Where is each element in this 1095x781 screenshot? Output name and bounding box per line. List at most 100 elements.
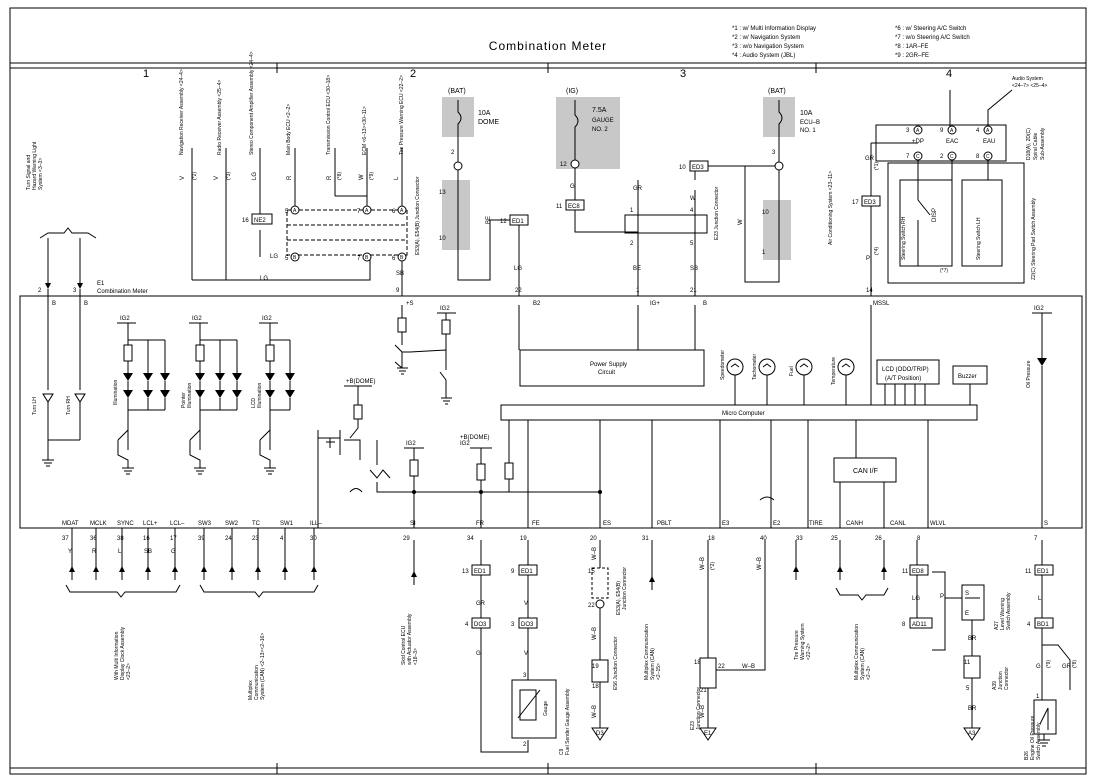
- svg-text:24: 24: [225, 536, 232, 542]
- svg-text:SI: SI: [410, 521, 416, 527]
- svg-text:8: 8: [976, 154, 980, 160]
- svg-text:W: W: [738, 219, 744, 225]
- svg-text:5: 5: [285, 256, 289, 262]
- svg-text:BR: BR: [968, 706, 977, 712]
- notes-left: *1 : w/ Multi Information Display *2 : w…: [732, 26, 816, 59]
- steering-switch-rh: Steering Switch RH: [901, 216, 907, 260]
- svg-text:22: 22: [588, 603, 595, 609]
- svg-text:11: 11: [1025, 569, 1032, 575]
- wire-note-ecm: (*9): [369, 172, 375, 180]
- svg-text:3: 3: [523, 673, 527, 679]
- gauge-speedometer: Speedometer: [720, 350, 726, 380]
- svg-text:1: 1: [636, 288, 640, 294]
- ac-system-label: Air Conditioning System <23–11>: [828, 171, 834, 245]
- svg-text:EAU: EAU: [983, 139, 995, 145]
- svg-text:A39 Junction Conne: A39 Junction Connector: [992, 667, 1010, 690]
- svg-text:1: 1: [630, 208, 634, 214]
- ground-e1: E1: [704, 731, 712, 737]
- svg-text:8: 8: [917, 536, 921, 542]
- lcd-label: LCD (ODO/TRIP): [882, 367, 929, 373]
- svg-text:*7 : w/o Steering A/C Switch: *7 : w/o Steering A/C Switch: [895, 35, 970, 41]
- steering-switch-lh: Steering Switch LH: [976, 217, 982, 260]
- svg-text:SW2: SW2: [225, 521, 239, 527]
- svg-text:P: P: [940, 594, 944, 600]
- svg-text:*9 : 2GR–FE: *9 : 2GR–FE: [895, 53, 929, 59]
- micro-computer-label: Micro Computer: [722, 411, 765, 417]
- svg-text:GR: GR: [865, 156, 875, 162]
- svg-text:34: 34: [467, 536, 474, 542]
- svg-text:LG: LG: [270, 254, 278, 260]
- top-sources: Navigation Receiver Assembly <24–4> Radi…: [179, 51, 421, 296]
- svg-text:SYNC: SYNC: [117, 521, 134, 527]
- connector-z2: Z2(C) Steering Pad Switch Assembly: [1031, 198, 1037, 280]
- svg-text:*3 : w/o Navigation System: *3 : w/o Navigation System: [732, 44, 804, 50]
- svg-text:6: 6: [392, 209, 396, 215]
- wire-color-radio: V: [214, 176, 220, 180]
- svg-text:12: 12: [500, 219, 507, 225]
- svg-text:IG2: IG2: [192, 316, 202, 322]
- wire-color-ecm: W: [359, 174, 365, 180]
- svg-text:W–B: W–B: [700, 705, 706, 718]
- svg-text:5: 5: [285, 209, 289, 215]
- svg-text:18: 18: [708, 536, 715, 542]
- svg-text:11: 11: [964, 660, 971, 666]
- svg-text:SB: SB: [396, 271, 404, 277]
- svg-text:(*1): (*1): [874, 162, 880, 170]
- svg-text:TIRE: TIRE: [809, 521, 823, 527]
- svg-text:4: 4: [280, 536, 284, 542]
- zone-ruler: 1 2 3 4: [10, 63, 1086, 774]
- svg-text:15: 15: [588, 569, 595, 575]
- svg-text:19: 19: [592, 664, 599, 670]
- svg-text:GR: GR: [476, 601, 486, 607]
- svg-text:9: 9: [940, 128, 944, 134]
- svg-text:11: 11: [902, 569, 909, 575]
- fuse-ecub: (BAT) 10A ECU–B NO. 1 3 ED3 10 10 1 W: [679, 88, 820, 283]
- svg-text:G: G: [171, 549, 176, 555]
- svg-text:E: E: [965, 611, 969, 617]
- svg-text:(*9): (*9): [1046, 660, 1052, 668]
- svg-text:(A/T Position): (A/T Position): [885, 376, 921, 382]
- svg-text:B2: B2: [533, 301, 541, 307]
- svg-text:21: 21: [690, 288, 697, 294]
- fuse-gauge-power: (IG): [566, 88, 578, 95]
- svg-text:V: V: [524, 651, 528, 657]
- svg-text:11: 11: [556, 204, 563, 210]
- diagram-title: Combination Meter: [489, 39, 607, 53]
- svg-text:ED1: ED1: [1037, 569, 1049, 575]
- svg-text:EAC: EAC: [946, 139, 959, 145]
- zone-3: 3: [680, 68, 686, 80]
- connector-e53-e54: E53(A), E54(B) Junction Connector: [415, 176, 421, 255]
- wire-note-nav: (*2): [192, 172, 198, 180]
- svg-text:ILL–: ILL–: [310, 521, 322, 527]
- svg-text:ED1: ED1: [474, 569, 486, 575]
- svg-text:C: C: [916, 154, 920, 160]
- ground-d3: D3: [596, 731, 604, 737]
- svg-text:IG2: IG2: [120, 316, 130, 322]
- svg-text:5: 5: [690, 241, 694, 247]
- svg-text:IG2: IG2: [262, 316, 272, 322]
- turn-rh-label: Turn RH: [66, 396, 72, 415]
- svg-text:2: 2: [940, 154, 944, 160]
- svg-text:1: 1: [762, 250, 766, 256]
- svg-text:3: 3: [511, 622, 515, 628]
- svg-text:14: 14: [866, 288, 873, 294]
- source-tpms: Tire Pressure Warning ECU <22–2>: [399, 75, 405, 155]
- svg-text:W–B: W–B: [592, 705, 598, 718]
- svg-text:10: 10: [762, 210, 769, 216]
- illumination-group-1: IG2 Illumination: [113, 316, 170, 475]
- illumination-group-3: IG2 LCDIllumination: [251, 316, 295, 475]
- lcd-illumination-label: LCDIllumination: [251, 382, 263, 408]
- meter-internals: Turn LH Turn RH IG2 Illumination IG2: [32, 296, 1052, 528]
- svg-text:IG2: IG2: [440, 306, 450, 312]
- svg-text:*4 : Audio System (JBL): *4 : Audio System (JBL): [732, 53, 795, 59]
- target-skid: Skid Control ECU with Actuator Assembly …: [401, 612, 419, 665]
- zone-2: 2: [410, 68, 416, 80]
- svg-text:*8 : 1AR–FE: *8 : 1AR–FE: [895, 44, 928, 50]
- svg-text:W–B: W–B: [742, 664, 755, 670]
- svg-text:<24–7> <25–4>: <24–7> <25–4>: [1012, 83, 1047, 89]
- svg-text:7: 7: [357, 209, 361, 215]
- svg-text:AD11: AD11: [912, 622, 927, 628]
- svg-text:B: B: [400, 255, 404, 261]
